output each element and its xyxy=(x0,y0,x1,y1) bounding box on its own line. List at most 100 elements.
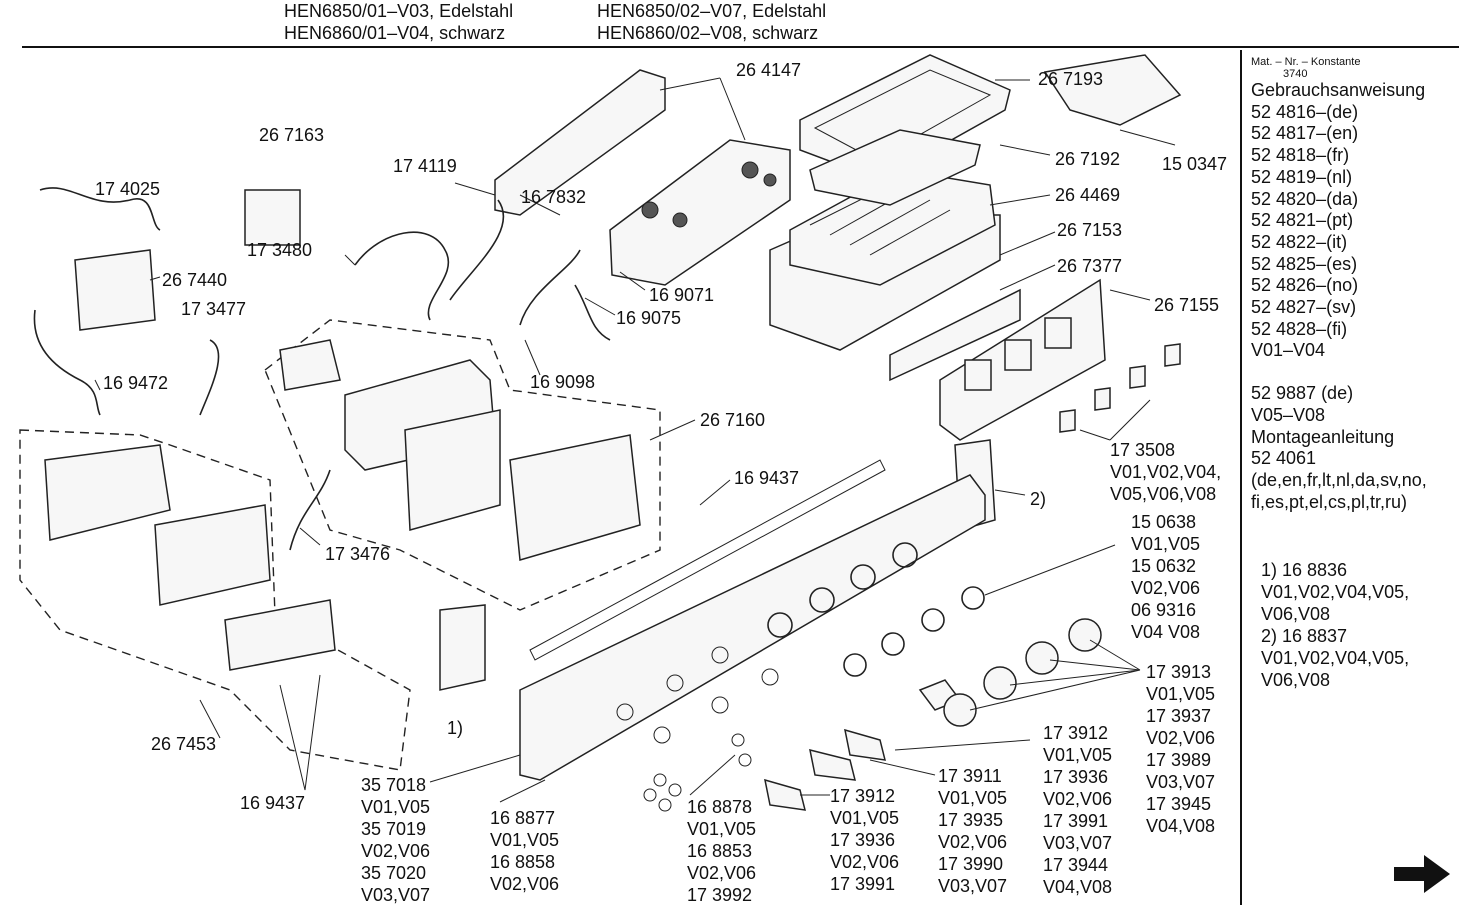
callout-169075: 16 9075 xyxy=(616,308,681,328)
callout-169098: 16 9098 xyxy=(530,372,595,392)
footnote-line: V06,V08 xyxy=(1261,604,1331,624)
lamp-holder-part xyxy=(1004,339,1032,371)
manual-line: 52 4826–(no) xyxy=(1251,275,1359,296)
footnote-line: V01,V02,V04,V05, xyxy=(1261,582,1410,602)
callout-173912: 17 3912 V01,V05 17 3936 V02,V06 17 3991 … xyxy=(1043,723,1112,897)
callout-168877: 16 8877 V01,V05 16 8858 V02,V06 xyxy=(490,808,559,894)
svg-text:16 8853: 16 8853 xyxy=(687,841,752,861)
manual-line: 52 4822–(it) xyxy=(1251,231,1348,252)
exploded-view-drawing: 26 4147 26 7193 15 0347 26 7192 26 4469 … xyxy=(19,54,1227,905)
lamp-cover-part xyxy=(1094,387,1111,411)
timer-board-part xyxy=(404,409,501,531)
callout-173508: 17 3508 V01,V02,V04, V05,V06,V08 xyxy=(1110,440,1221,504)
knob-opening xyxy=(767,612,793,638)
model-header-left: HEN6850/01–V03, Edelstahl HEN6860/01–V04… xyxy=(284,0,513,44)
ribbon-cable-part xyxy=(354,231,450,321)
manual-line: 52 4820–(da) xyxy=(1251,188,1359,209)
manual-line: 52 4827–(sv) xyxy=(1251,297,1357,318)
knob-ring-part xyxy=(881,632,905,656)
flat-cable-part xyxy=(289,469,331,551)
callout-357018: 35 7018 V01,V05 35 7019 V02,V06 35 7020 … xyxy=(361,775,430,905)
callout-267153: 26 7153 xyxy=(1057,220,1122,240)
knob-cap-part xyxy=(943,693,977,727)
footnote-line: 2) 16 8837 xyxy=(1261,626,1348,646)
svg-text:V05,V06,V08: V05,V06,V08 xyxy=(1110,484,1216,504)
sidebar-divider xyxy=(1240,50,1242,905)
svg-text:V03,V07: V03,V07 xyxy=(1043,833,1112,853)
svg-text:06 9316: 06 9316 xyxy=(1131,600,1196,620)
svg-text:V01,V05: V01,V05 xyxy=(1146,684,1215,704)
knob-shaft-part xyxy=(809,748,856,781)
svg-text:V02,V06: V02,V06 xyxy=(1146,728,1215,748)
mains-cable-part xyxy=(33,309,101,416)
svg-text:17 3945: 17 3945 xyxy=(1146,794,1211,814)
callout-173913: 17 3913 V01,V05 17 3937 V02,V06 17 3989 … xyxy=(1146,662,1215,836)
svg-text:V02,V06: V02,V06 xyxy=(1131,578,1200,598)
svg-text:16 8877: 16 8877 xyxy=(490,808,555,828)
cable-part xyxy=(519,249,581,326)
switch-part xyxy=(224,599,336,671)
svg-text:17 3989: 17 3989 xyxy=(1146,750,1211,770)
callout-150638: 15 0638 V01,V05 15 0632 V02,V06 06 9316 … xyxy=(1131,512,1200,642)
svg-text:V02,V06: V02,V06 xyxy=(938,832,1007,852)
insulation-sheet-part xyxy=(244,189,301,246)
trim-strip-part xyxy=(529,459,886,661)
right-arrow-icon[interactable] xyxy=(1392,852,1452,896)
svg-text:V01,V05: V01,V05 xyxy=(830,808,899,828)
panel-strip-part xyxy=(889,288,1021,382)
svg-text:17 3944: 17 3944 xyxy=(1043,855,1108,875)
svg-text:35 7018: 35 7018 xyxy=(361,775,426,795)
svg-text:17 3911: 17 3911 xyxy=(938,766,1002,786)
callout-169437: 16 9437 xyxy=(734,468,799,488)
callout-note-2: 2) xyxy=(1030,489,1046,509)
callout-169071: 16 9071 xyxy=(649,285,714,305)
model-line: HEN6860/01–V04, schwarz xyxy=(284,23,506,43)
relay-module-outline xyxy=(264,319,661,611)
svg-text:17 3912: 17 3912 xyxy=(830,786,895,806)
knob-ring-part xyxy=(921,608,945,632)
constant-label: Mat. – Nr. – Konstante xyxy=(1251,56,1361,68)
cover-strip-part xyxy=(494,69,666,216)
connector-cable-part xyxy=(199,339,220,416)
callout-174119: 17 4119 xyxy=(393,156,457,176)
model-line: HEN6850/01–V03, Edelstahl xyxy=(284,1,514,21)
lamp-holder-part xyxy=(1044,317,1072,349)
manual-line: 52 4825–(es) xyxy=(1251,253,1358,274)
callout-168878: 16 8878 V01,V05 16 8853 V02,V06 17 3992 xyxy=(687,797,756,905)
svg-text:17 3935: 17 3935 xyxy=(938,810,1003,830)
footnote-line: 1) 16 8836 xyxy=(1261,560,1348,580)
callout-267453: 26 7453 xyxy=(151,734,216,754)
callout-173911: 17 3911 V01,V05 17 3935 V02,V06 17 3990 … xyxy=(938,766,1007,896)
svg-text:15 0638: 15 0638 xyxy=(1131,512,1196,532)
callout-267160: 26 7160 xyxy=(700,410,765,430)
svg-text:V02,V06: V02,V06 xyxy=(361,841,430,861)
power-board-part xyxy=(74,249,156,331)
header-rule xyxy=(22,46,1459,48)
model-line: HEN6860/02–V08, schwarz xyxy=(597,23,819,43)
svg-text:V02,V06: V02,V06 xyxy=(830,852,899,872)
callout-173912: 17 3912 V01,V05 17 3936 V02,V06 17 3991 xyxy=(830,786,899,894)
svg-text:17 3936: 17 3936 xyxy=(830,830,895,850)
cable-part xyxy=(574,284,611,341)
control-board-part xyxy=(609,139,791,286)
knob-opening xyxy=(850,564,876,590)
manual-line: (de,en,fr,lt,nl,da,sv,no, xyxy=(1251,469,1427,490)
svg-text:17 3990: 17 3990 xyxy=(938,854,1003,874)
knob-shaft-part xyxy=(764,778,806,811)
svg-text:V01,V05: V01,V05 xyxy=(1043,745,1112,765)
manual-line: 52 4818–(fr) xyxy=(1251,145,1350,166)
svg-text:V03,V07: V03,V07 xyxy=(361,885,430,905)
callout-173477: 17 3477 xyxy=(181,299,246,319)
svg-text:V03,V07: V03,V07 xyxy=(938,876,1007,896)
model-line: HEN6850/02–V07, Edelstahl xyxy=(597,1,827,21)
manual-line: V05–V08 xyxy=(1251,404,1326,425)
callout-267155: 26 7155 xyxy=(1154,295,1219,315)
callout-174025: 17 4025 xyxy=(95,179,160,199)
svg-text:16 8878: 16 8878 xyxy=(687,797,752,817)
manual-line: 52 4061 xyxy=(1251,448,1317,469)
footnote-line: V01,V02,V04,V05, xyxy=(1261,648,1410,668)
mid-frame-part xyxy=(809,129,981,206)
manual-line: fi,es,pt,el,cs,pl,tr,ru) xyxy=(1251,491,1408,512)
manual-line: 52 4816–(de) xyxy=(1251,101,1359,122)
control-panel-fascia-part xyxy=(519,474,986,781)
